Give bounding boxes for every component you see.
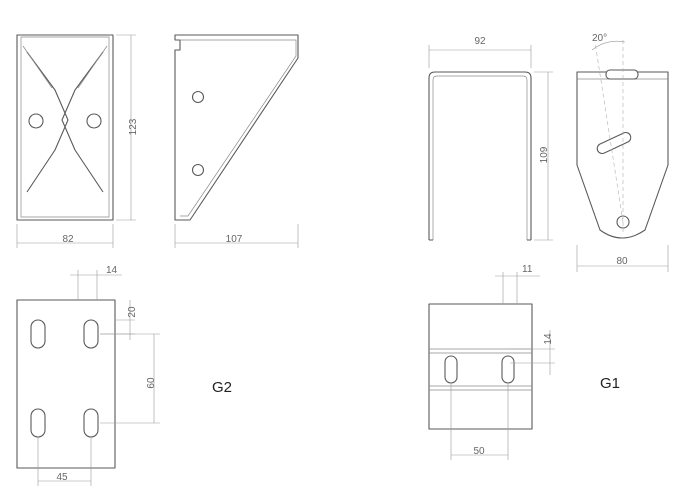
g1-front-view: 92 109	[428, 36, 553, 241]
g2-slot-bottom-right	[83, 408, 99, 438]
g2-front-hole-right	[86, 113, 102, 129]
g1-top-slot	[605, 69, 639, 80]
g2-slot-top-right	[83, 319, 99, 349]
g1-side-width-dim: 80	[616, 256, 628, 267]
g1-slot-right	[501, 355, 515, 384]
g2-hole-spacing-v-dim: 60	[146, 377, 157, 389]
g2-slot-top-left	[30, 319, 46, 349]
g2-front-hole-left	[28, 113, 44, 129]
g2-back-plate: 14 20 60 45	[16, 265, 160, 486]
g2-side-view: 107	[174, 34, 299, 248]
g2-hole-edge-dim: 20	[127, 306, 138, 318]
g1-angle-dim: 20°	[592, 33, 607, 44]
g2-width-dim: 82	[62, 234, 74, 245]
g1-slot-height-dim: 14	[543, 333, 554, 345]
g1-side-view: 20° 80	[576, 33, 669, 272]
g2-side-hole-top	[191, 90, 205, 104]
g1-angled-slot	[596, 131, 632, 155]
g1-height-dim: 109	[539, 146, 550, 163]
g1-label: G1	[600, 375, 620, 392]
g1-back-plate: 11 14 50	[428, 264, 555, 460]
g2-label: G2	[212, 379, 232, 396]
g1-top-offset-dim: 11	[522, 264, 533, 275]
g1-width-dim: 92	[474, 36, 486, 47]
g2-height-dim: 123	[128, 118, 139, 135]
g2-front-view: 123 82	[16, 34, 139, 248]
g1-slot-left	[444, 355, 458, 384]
g2-top-offset-dim: 14	[106, 265, 118, 276]
g2-depth-dim: 107	[226, 234, 243, 245]
g2-slot-bottom-left	[30, 408, 46, 438]
g2-side-hole-bottom	[191, 163, 205, 177]
g1-hole-spacing-h-dim: 50	[473, 446, 485, 457]
g2-hole-spacing-h-dim: 45	[56, 472, 68, 483]
